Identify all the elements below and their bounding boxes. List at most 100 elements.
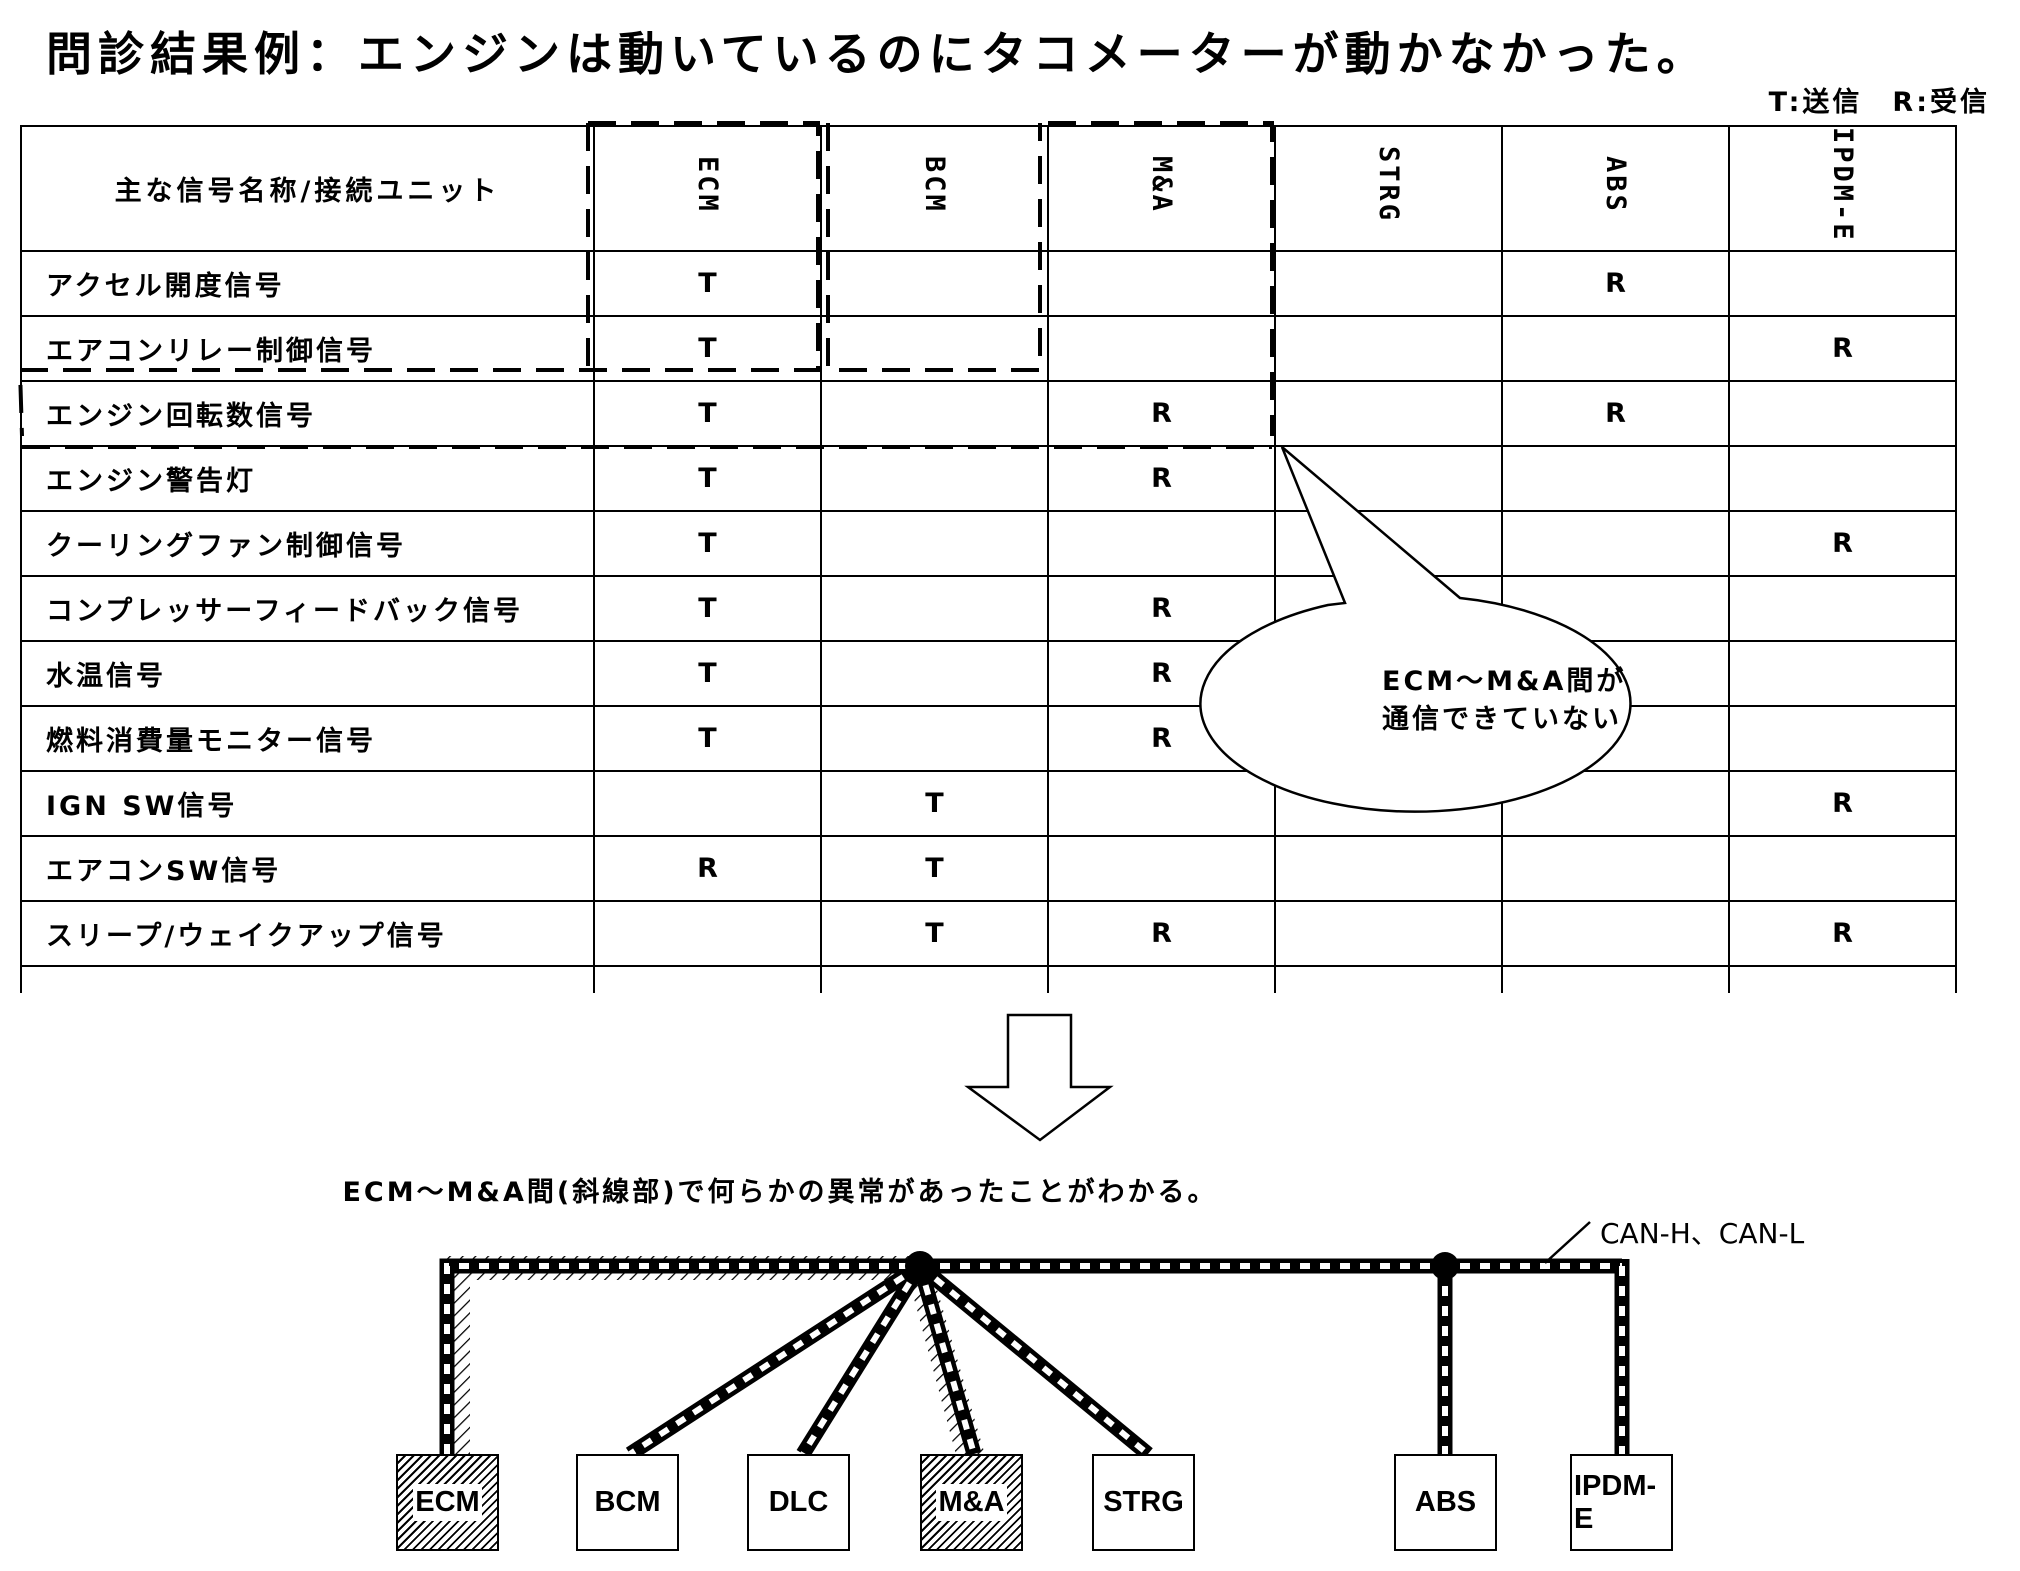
callout-text: ECM～M&A間が 通信できていない bbox=[1382, 663, 1626, 739]
stub-cell bbox=[1728, 964, 1957, 993]
signal-cell bbox=[1047, 249, 1276, 317]
unit-header-strg: STRG bbox=[1274, 125, 1503, 252]
signal-cell bbox=[1274, 379, 1503, 447]
unit-header-label: STRG bbox=[1373, 146, 1404, 224]
hub-node-main bbox=[905, 1251, 935, 1281]
corner-header: 主な信号名称/接続ユニット bbox=[20, 125, 595, 252]
down-arrow-icon bbox=[964, 1013, 1114, 1142]
signal-cell bbox=[820, 509, 1049, 577]
page-title: 問診結果例：エンジンは動いているのにタコメーターが動かなかった。 bbox=[46, 27, 1709, 81]
signal-cell: R bbox=[1728, 314, 1957, 382]
signal-cell: R bbox=[1501, 379, 1730, 447]
signal-cell bbox=[1501, 899, 1730, 967]
signal-cell bbox=[820, 574, 1049, 642]
signal-cell bbox=[1728, 249, 1957, 317]
signal-cell bbox=[593, 769, 822, 837]
legend: T:送信 R:受信 bbox=[1768, 87, 1990, 118]
stub-cell bbox=[1047, 964, 1276, 993]
signal-cell: T bbox=[593, 704, 822, 772]
stub-cell bbox=[1501, 964, 1730, 993]
unit-header-label: BCM bbox=[919, 155, 950, 214]
signal-cell: R bbox=[593, 834, 822, 902]
signal-cell: T bbox=[593, 444, 822, 512]
stub-cell bbox=[593, 964, 822, 993]
unit-node-label: DLC bbox=[766, 1484, 831, 1521]
unit-header-label: ECM bbox=[692, 155, 723, 214]
signal-cell: T bbox=[593, 249, 822, 317]
signal-cell bbox=[1501, 834, 1730, 902]
signal-cell bbox=[1501, 314, 1730, 382]
signal-cell: R bbox=[1047, 574, 1276, 642]
stub-cell bbox=[1274, 964, 1503, 993]
unit-header-label: ABS bbox=[1600, 155, 1631, 214]
signal-name: アクセル開度信号 bbox=[20, 249, 595, 317]
table-header-row: 主な信号名称/接続ユニット ECM BCM M&A STRG ABS IPDM-… bbox=[20, 125, 1957, 252]
unit-header-label: IPDM-E bbox=[1827, 127, 1858, 243]
signal-cell: T bbox=[820, 769, 1049, 837]
bus-label: CAN-H、CAN-L bbox=[1600, 1217, 1805, 1250]
signal-name: スリープ/ウェイクアップ信号 bbox=[20, 899, 595, 967]
signal-cell bbox=[1047, 834, 1276, 902]
signal-cell: R bbox=[1728, 509, 1957, 577]
signal-cell bbox=[1047, 509, 1276, 577]
signal-name: IGN SW信号 bbox=[20, 769, 595, 837]
unit-node-label: ECM bbox=[413, 1484, 482, 1521]
signal-cell bbox=[1728, 639, 1957, 707]
signal-cell bbox=[1728, 379, 1957, 447]
signal-name: エアコンSW信号 bbox=[20, 834, 595, 902]
unit-node-dlc: DLC bbox=[747, 1454, 850, 1551]
signal-cell bbox=[1728, 574, 1957, 642]
signal-table: 主な信号名称/接続ユニット ECM BCM M&A STRG ABS IPDM-… bbox=[20, 125, 1957, 993]
unit-node-abs: ABS bbox=[1394, 1454, 1497, 1551]
bus-label-leader bbox=[1544, 1221, 1591, 1264]
unit-header-ma: M&A bbox=[1047, 125, 1276, 252]
signal-cell: T bbox=[593, 639, 822, 707]
unit-header-abs: ABS bbox=[1501, 125, 1730, 252]
unit-header-ipdm: IPDM-E bbox=[1728, 125, 1957, 252]
signal-cell bbox=[1501, 509, 1730, 577]
unit-header-ecm: ECM bbox=[593, 125, 822, 252]
signal-name: クーリングファン制御信号 bbox=[20, 509, 595, 577]
unit-header-bcm: BCM bbox=[820, 125, 1049, 252]
signal-cell bbox=[820, 639, 1049, 707]
signal-cell bbox=[1274, 834, 1503, 902]
table-stub-row bbox=[20, 964, 1957, 993]
signal-cell bbox=[820, 379, 1049, 447]
unit-node-ecm: ECM bbox=[396, 1454, 499, 1551]
unit-node-label: ABS bbox=[1412, 1484, 1479, 1521]
signal-cell bbox=[1728, 834, 1957, 902]
signal-cell bbox=[1728, 444, 1957, 512]
unit-node-label: M&A bbox=[936, 1484, 1007, 1521]
hatched-path-ecm bbox=[442, 1256, 918, 1460]
ma-highlight-outline bbox=[1048, 121, 1274, 436]
signal-cell bbox=[1274, 314, 1503, 382]
bcm-highlight-outline bbox=[826, 123, 1042, 372]
unit-node-label: BCM bbox=[592, 1484, 663, 1521]
unit-node-strg: STRG bbox=[1092, 1454, 1195, 1551]
unit-header-label: M&A bbox=[1146, 155, 1177, 214]
signal-cell: T bbox=[820, 834, 1049, 902]
signal-cell: T bbox=[820, 899, 1049, 967]
ecm-highlight-outline bbox=[17, 121, 820, 437]
signal-cell bbox=[1274, 899, 1503, 967]
signal-cell: R bbox=[1728, 899, 1957, 967]
unit-node-m-a: M&A bbox=[920, 1454, 1023, 1551]
signal-cell bbox=[820, 249, 1049, 317]
unit-node-label: STRG bbox=[1101, 1484, 1186, 1521]
signal-name: 燃料消費量モニター信号 bbox=[20, 704, 595, 772]
signal-cell bbox=[1047, 314, 1276, 382]
callout-line-1: ECM～M&A間が bbox=[1382, 666, 1627, 697]
signal-cell bbox=[1047, 769, 1276, 837]
table-row: IGN SW信号 T R bbox=[20, 769, 1957, 837]
signal-cell: R bbox=[1047, 444, 1276, 512]
signal-cell: R bbox=[1728, 769, 1957, 837]
signal-cell bbox=[593, 899, 822, 967]
stub-cell bbox=[820, 964, 1049, 993]
signal-cell: R bbox=[1047, 899, 1276, 967]
signal-cell bbox=[1501, 769, 1730, 837]
